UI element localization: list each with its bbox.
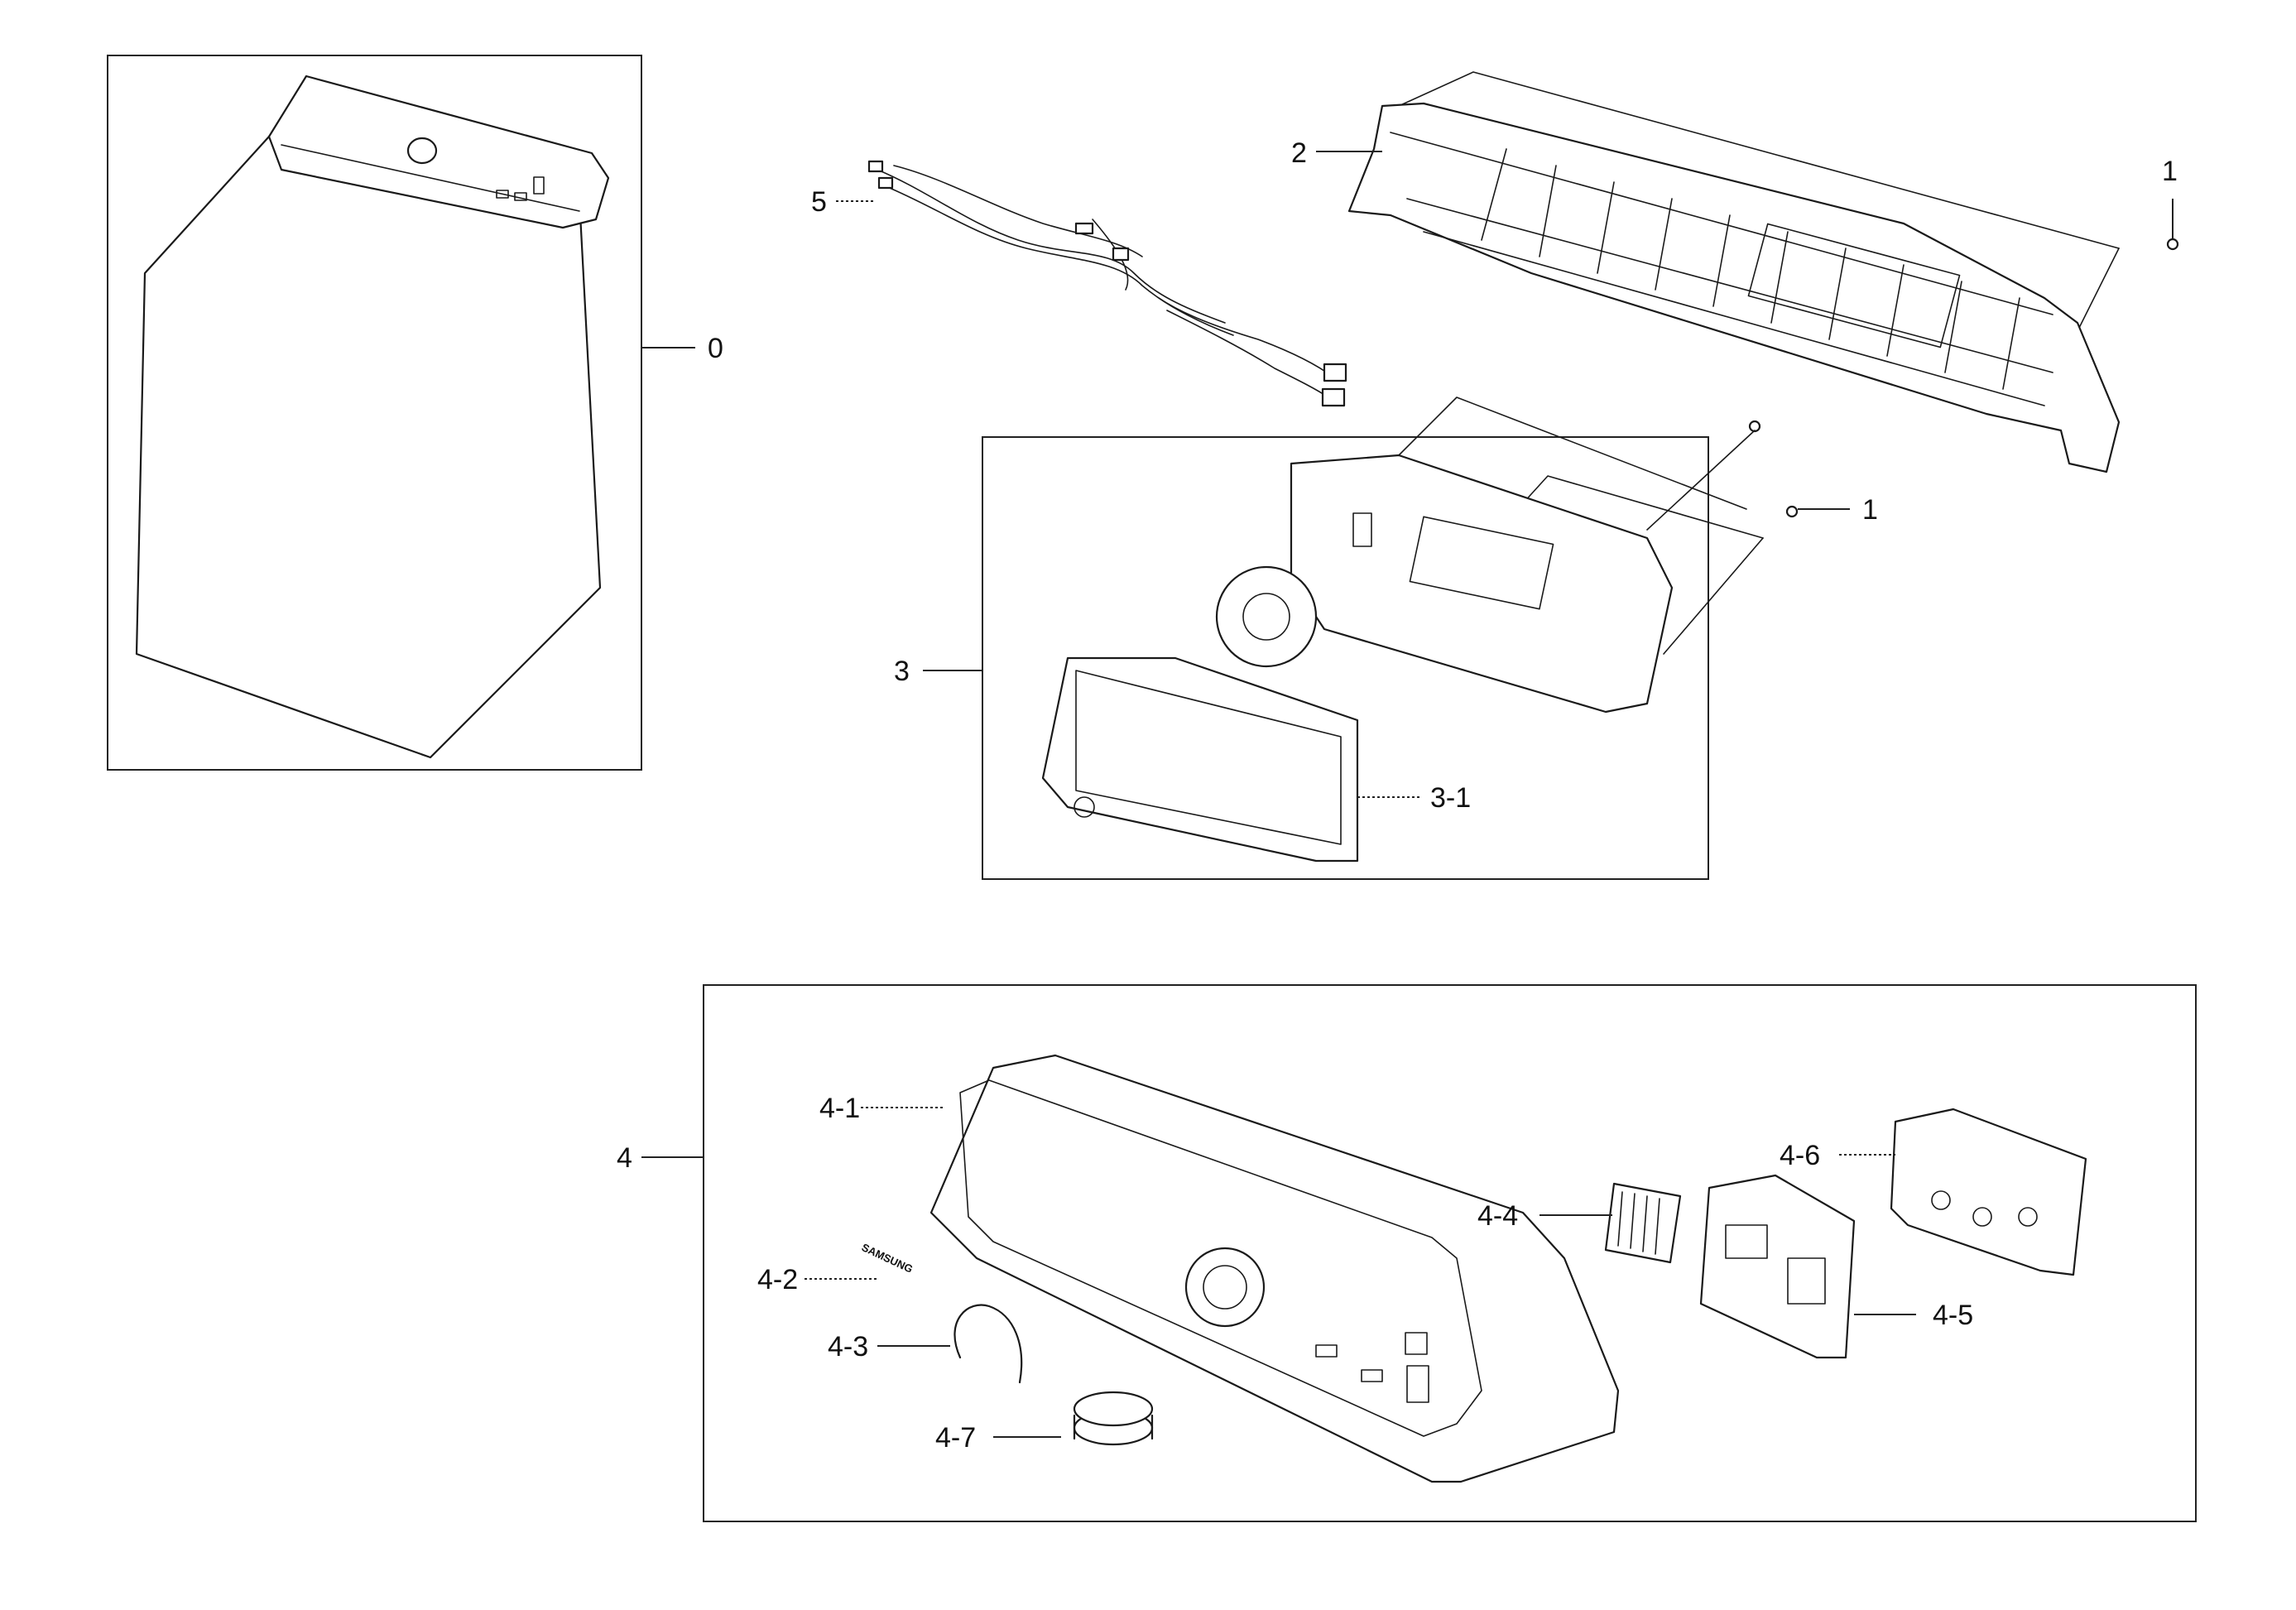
- group-assembly-0: 0: [107, 55, 723, 771]
- callout-4: 4: [617, 1142, 632, 1174]
- harness-connector: [1323, 363, 1347, 382]
- group-part-1-top: 1: [2162, 156, 2179, 251]
- wire-harness: [1166, 310, 1329, 398]
- pcb-cover: [1041, 656, 1359, 863]
- assembly-4-frame: [703, 984, 2197, 1522]
- panel-key: [1315, 1344, 1338, 1358]
- pcb-display: [1409, 516, 1554, 610]
- sub-pcb-a-component: [1725, 1224, 1768, 1259]
- frame-rib: [1423, 231, 2045, 406]
- wire-harness: [885, 185, 1234, 336]
- callout-4-5: 4-5: [1933, 1300, 1973, 1331]
- group-part-5: 5: [811, 160, 1347, 407]
- button-strip: [1604, 1182, 1682, 1264]
- callout-4-7: 4-7: [935, 1422, 976, 1454]
- panel-dial-mount: [1184, 1247, 1266, 1328]
- assembly-3-frame: [982, 436, 1709, 880]
- frame-ribs: [1481, 148, 2020, 390]
- panel-button: [496, 190, 509, 199]
- main-pcb: [1290, 454, 1674, 714]
- callout-2: 2: [1291, 137, 1307, 169]
- panel-button: [533, 176, 545, 195]
- group-assembly-4: 4 4-1 SAMSUNG 4-2 4-3 4-7 4-4: [617, 984, 2197, 1522]
- callout-3: 3: [894, 656, 910, 687]
- callout-4-1: 4-1: [819, 1093, 860, 1124]
- screw: [1748, 420, 1761, 433]
- washer-cabinet: [135, 135, 602, 759]
- sub-pcb-b-knob: [1972, 1207, 1992, 1227]
- harness-connector: [1112, 247, 1130, 262]
- sub-pcb-a-component: [1787, 1257, 1826, 1305]
- washer-control-panel: [267, 74, 610, 229]
- dial-ring: [953, 1304, 1023, 1384]
- projection-line: [1663, 537, 1764, 655]
- pcb-component: [1352, 512, 1372, 547]
- panel-edge: [281, 144, 580, 212]
- harness-connector: [1321, 387, 1346, 407]
- projection-line: [1390, 396, 1747, 510]
- callout-5: 5: [811, 186, 827, 218]
- sub-pcb-b: [1890, 1108, 2087, 1276]
- callout-0: 0: [708, 333, 723, 364]
- panel-key: [1361, 1369, 1383, 1382]
- button-strip-keys: [1617, 1191, 1660, 1255]
- pcb-encoder-hub: [1242, 593, 1290, 641]
- washer-dial: [406, 137, 438, 165]
- frame-projection-line: [1398, 71, 2120, 249]
- assembly-0-frame: [107, 55, 642, 771]
- callout-1-mid: 1: [1862, 494, 1878, 526]
- sub-pcb-a: [1699, 1174, 1856, 1359]
- sub-pcb-b-knob: [2018, 1207, 2038, 1227]
- cover-clip: [1074, 796, 1095, 818]
- wire-harness: [893, 165, 1143, 257]
- pcb-cover-rim: [1075, 670, 1342, 845]
- callout-1-top: 1: [2162, 156, 2178, 187]
- frame-window: [1747, 223, 1961, 348]
- group-assembly-3: 1 3 3-1: [894, 396, 1878, 880]
- wire-harness: [877, 169, 1226, 324]
- screw-axis: [1646, 430, 1756, 531]
- callout-4-4: 4-4: [1477, 1200, 1518, 1232]
- callout-3-1: 3-1: [1430, 782, 1471, 814]
- brand-badge: SAMSUNG: [860, 1241, 915, 1276]
- harness-connector: [867, 160, 884, 173]
- screw: [2166, 238, 2179, 251]
- harness-connector: [877, 176, 894, 190]
- pcb-encoder-dial: [1215, 565, 1318, 668]
- panel-dial-hub: [1203, 1265, 1247, 1310]
- control-knob-top: [1073, 1391, 1154, 1427]
- callout-4-2: 4-2: [757, 1264, 798, 1295]
- screw: [1785, 505, 1799, 518]
- panel-key: [1405, 1332, 1428, 1355]
- frame-rib: [1406, 198, 2053, 373]
- callout-4-6: 4-6: [1780, 1140, 1820, 1171]
- wire-harness: [1158, 297, 1333, 377]
- panel-key: [1406, 1365, 1429, 1403]
- callout-4-3: 4-3: [828, 1331, 868, 1362]
- control-panel-housing: [929, 1054, 1620, 1483]
- harness-connector: [1074, 222, 1094, 235]
- frame-rib: [1390, 132, 2053, 315]
- control-knob-side: [1073, 1414, 1154, 1440]
- group-part-2: 2: [1291, 71, 2121, 473]
- panel-button: [514, 192, 527, 201]
- rear-control-frame: [1347, 102, 2121, 473]
- sub-pcb-b-knob: [1931, 1190, 1951, 1210]
- control-panel-inner-rim: [959, 1079, 1482, 1437]
